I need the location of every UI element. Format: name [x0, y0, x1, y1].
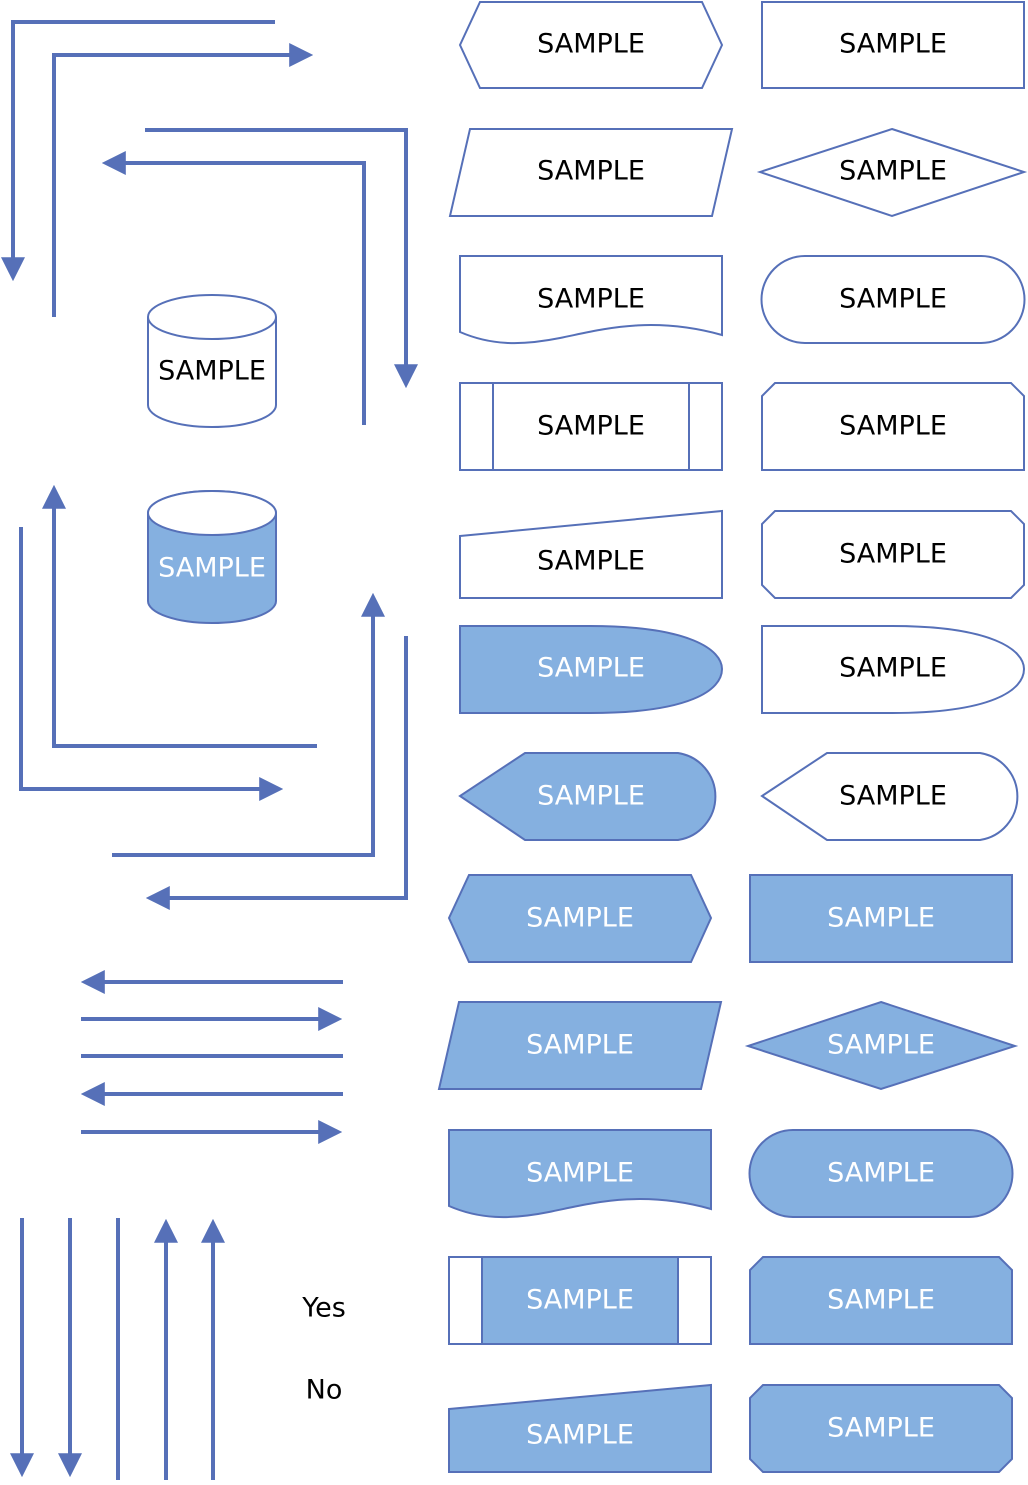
shape-label: SAMPLE: [537, 284, 645, 315]
decision-diamond-shape-filled: [744, 1000, 1019, 1091]
shape-label: SAMPLE: [526, 1030, 634, 1061]
shape-label: SAMPLE: [537, 29, 645, 60]
delay-shape-filled: [459, 625, 724, 714]
predefined-process-shape-filled: [448, 1256, 712, 1345]
shape-label: SAMPLE: [827, 1285, 935, 1316]
database-symbol-filled: SAMPLE: [147, 490, 277, 624]
manual-input-shape-filled: [448, 1383, 712, 1473]
shape-label: SAMPLE: [839, 284, 947, 315]
document-shape: [459, 255, 723, 345]
shape-label: SAMPLE: [537, 411, 645, 442]
display-shape-filled: [458, 752, 717, 841]
shape-label: SAMPLE: [526, 1420, 634, 1451]
process-rectangle-shape-filled: [749, 874, 1013, 963]
document-shape-filled: [448, 1129, 712, 1219]
shape-label: SAMPLE: [537, 653, 645, 684]
elbow-arrow-right-down: [145, 128, 418, 389]
database-label: SAMPLE: [158, 356, 266, 387]
shape-label: SAMPLE: [526, 903, 634, 934]
data-parallelogram-shape-filled: [437, 1001, 723, 1090]
decision-diamond-shape: [756, 127, 1028, 218]
card-shape: [761, 382, 1025, 471]
shape-label: SAMPLE: [839, 653, 947, 684]
connector-arrows: [1, 20, 418, 1480]
elbow-arrow-down-right: [19, 527, 284, 801]
elbow-arrow-left-up: [42, 484, 317, 748]
elbow-arrow-up-right: [52, 43, 314, 317]
elbow-arrow-top-left-down: [1, 20, 275, 282]
octagon-box-shape: [761, 510, 1025, 599]
delay-shape: [761, 625, 1026, 714]
elbow-arrow-right-up: [112, 592, 385, 857]
display-shape: [760, 752, 1019, 841]
manual-input-shape: [459, 509, 723, 599]
octagon-box-shape-filled: [749, 1384, 1013, 1473]
database-label: SAMPLE: [158, 553, 266, 584]
shape-label: SAMPLE: [839, 29, 947, 60]
terminator-shape-filled: [748, 1129, 1014, 1218]
shape-label: SAMPLE: [827, 1030, 935, 1061]
flowchart-shapes-outline: [448, 1, 1028, 841]
shape-label: SAMPLE: [827, 1413, 935, 1444]
terminator-shape: [760, 255, 1026, 344]
shape-label: SAMPLE: [839, 411, 947, 442]
shape-label: SAMPLE: [526, 1158, 634, 1189]
preparation-hexagon-shape-filled: [447, 874, 713, 963]
preparation-hexagon-shape: [458, 1, 724, 89]
flowchart-shapes-filled: [437, 874, 1019, 1473]
shape-label: SAMPLE: [839, 156, 947, 187]
process-rectangle-shape: [761, 1, 1025, 89]
shape-labels: SAMPLE SAMPLE SAMPLE SAMPLE SAMPLE SAMPL…: [526, 29, 947, 1451]
elbow-arrow-up-left: [101, 151, 366, 425]
shape-label: SAMPLE: [526, 1285, 634, 1316]
shape-label: SAMPLE: [537, 156, 645, 187]
shape-label: SAMPLE: [839, 781, 947, 812]
shape-label: SAMPLE: [827, 903, 935, 934]
shape-label: SAMPLE: [537, 781, 645, 812]
shape-label: SAMPLE: [537, 546, 645, 577]
card-shape-filled: [749, 1256, 1013, 1345]
elbow-arrow-down-left: [145, 636, 408, 910]
database-symbol-outline: SAMPLE: [146, 294, 277, 428]
yes-label: Yes: [301, 1293, 346, 1324]
no-label: No: [306, 1375, 343, 1406]
shape-label: SAMPLE: [839, 539, 947, 570]
shape-label: SAMPLE: [827, 1158, 935, 1189]
predefined-process-shape: [459, 382, 723, 471]
data-parallelogram-shape: [448, 128, 734, 217]
